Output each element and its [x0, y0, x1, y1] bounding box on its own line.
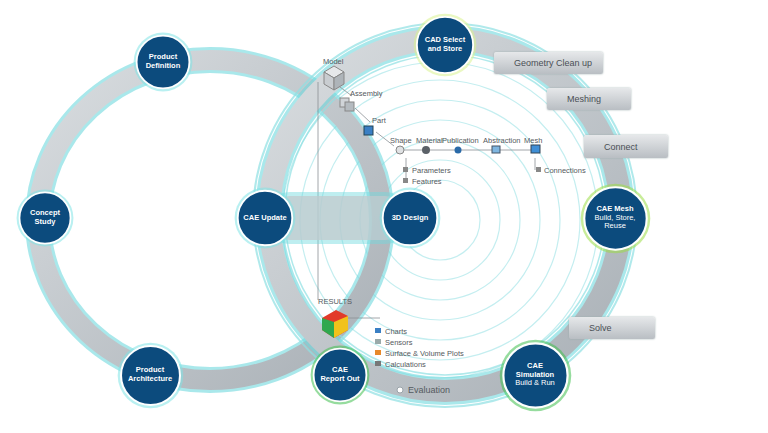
stage-circle: Product Architecture	[117, 342, 184, 409]
circle-glow	[580, 183, 650, 253]
tree-label: Shape	[390, 137, 412, 145]
tree-label: Charts	[385, 328, 407, 336]
tree-label: Calculations	[385, 361, 426, 369]
node-body: Build, Store, Reuse	[590, 214, 640, 231]
node-label: CAE Simulation	[509, 362, 561, 379]
circle-body	[137, 36, 190, 89]
node-body: Build & Run	[515, 379, 555, 388]
circle-body	[584, 187, 646, 249]
assembly-icon	[340, 98, 354, 111]
stage-circle: 3D Design	[379, 187, 441, 249]
circle-glow	[17, 190, 74, 247]
circle-body	[19, 192, 70, 243]
part-icon	[364, 126, 373, 135]
process-tab: Meshing	[547, 88, 631, 110]
node-label: Product Architecture	[125, 366, 175, 383]
tree-label: Abstraction	[483, 137, 521, 145]
tree-label: Publication	[442, 137, 479, 145]
stage-circle: CAE MeshBuild, Store, Reuse	[580, 183, 651, 254]
circle-glow	[134, 33, 193, 92]
tree-label: Evaluation	[408, 386, 450, 395]
circle-body	[238, 191, 293, 246]
circle-body	[503, 343, 567, 407]
node-label: CAE Update	[243, 214, 286, 223]
circle-glow	[311, 346, 370, 405]
stage-circle: CAD Select and Store	[413, 13, 477, 77]
process-tab: Solve	[569, 317, 655, 339]
stage-circle: CAE Report Out	[310, 345, 370, 405]
node-label: Geometry Clean up	[514, 58, 592, 68]
node-label: Meshing	[567, 94, 601, 104]
node-label: Connect	[604, 142, 638, 152]
circle-glow	[499, 339, 571, 411]
stage-circle: CAE SimulationBuild & Run	[499, 339, 572, 412]
tree-label: Sensors	[385, 339, 413, 347]
node-label: 3D Design	[392, 214, 429, 223]
tree-label: Features	[412, 178, 442, 186]
circle-glow	[380, 188, 441, 249]
process-tab: Connect	[584, 135, 668, 158]
tree-label: Parameters	[412, 167, 451, 175]
circle-body	[121, 346, 180, 405]
circle-glow	[235, 188, 296, 249]
circle-glow	[414, 14, 477, 77]
stage-circle: Concept Study	[16, 189, 74, 247]
tree-label: Assembly	[350, 90, 383, 98]
tree-label: Surface & Volume Plots	[385, 350, 464, 358]
circle-glow	[117, 342, 183, 408]
circle-body	[417, 17, 473, 73]
node-label: CAD Select and Store	[422, 36, 468, 53]
section-heading: RESULTS	[318, 298, 352, 306]
connector-band	[290, 196, 385, 240]
stage-circle: Product Definition	[133, 32, 193, 92]
tree-label: Part	[372, 117, 386, 125]
results-icon	[322, 310, 348, 338]
band-glow	[290, 192, 385, 244]
process-tab: Geometry Clean up	[494, 52, 603, 74]
tree-label: Mesh	[524, 137, 542, 145]
circle-body	[383, 191, 438, 246]
node-label: Solve	[589, 323, 612, 333]
tree-label: Material	[416, 137, 443, 145]
node-label: CAE Mesh	[596, 205, 633, 214]
node-label: Product Definition	[142, 53, 184, 70]
node-label: CAE Report Out	[319, 366, 361, 383]
model-icon	[324, 66, 344, 90]
stage-circle: CAE Update	[234, 187, 296, 249]
tree-label: Connections	[544, 167, 586, 175]
circle-body	[314, 349, 367, 402]
tree-label: Model	[323, 58, 343, 66]
node-label: Concept Study	[25, 209, 65, 226]
